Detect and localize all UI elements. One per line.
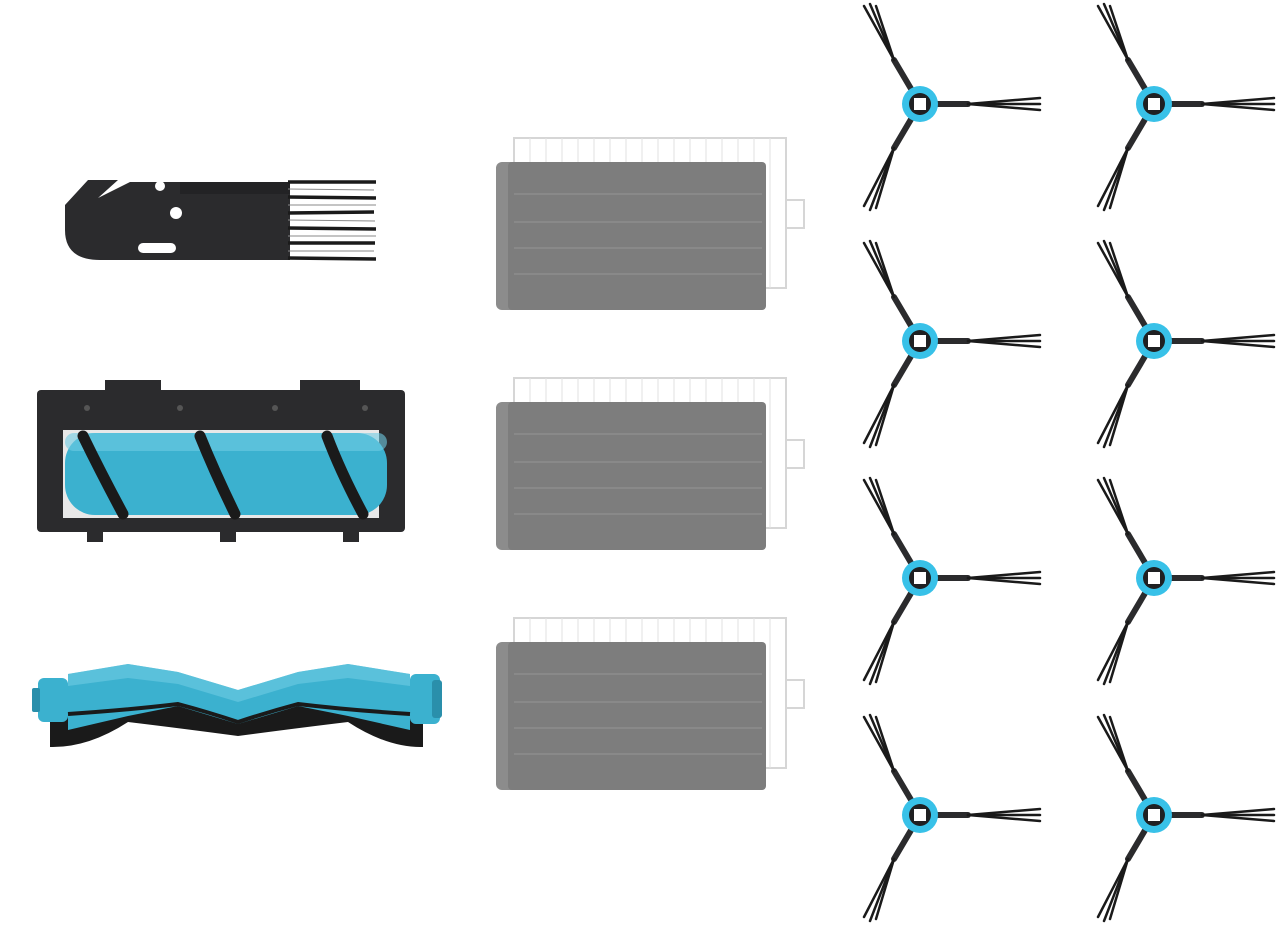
side-brush-icon bbox=[862, 2, 1042, 212]
side-brush-icon bbox=[862, 476, 1042, 686]
main-brush-icon bbox=[32, 664, 442, 748]
side-brush-icon bbox=[1096, 476, 1276, 686]
hepa-filter-icon bbox=[496, 617, 805, 790]
hepa-filter-icon bbox=[496, 377, 805, 550]
roller-housing-icon bbox=[37, 380, 405, 542]
hepa-filter-icon bbox=[496, 137, 805, 310]
side-brush-icon bbox=[1096, 713, 1276, 923]
cleaning-tool-icon bbox=[65, 180, 377, 261]
side-brush-icon bbox=[862, 239, 1042, 449]
side-brush-icon bbox=[1096, 239, 1276, 449]
side-brush-icon bbox=[862, 713, 1042, 923]
side-brush-icon bbox=[1096, 2, 1276, 212]
